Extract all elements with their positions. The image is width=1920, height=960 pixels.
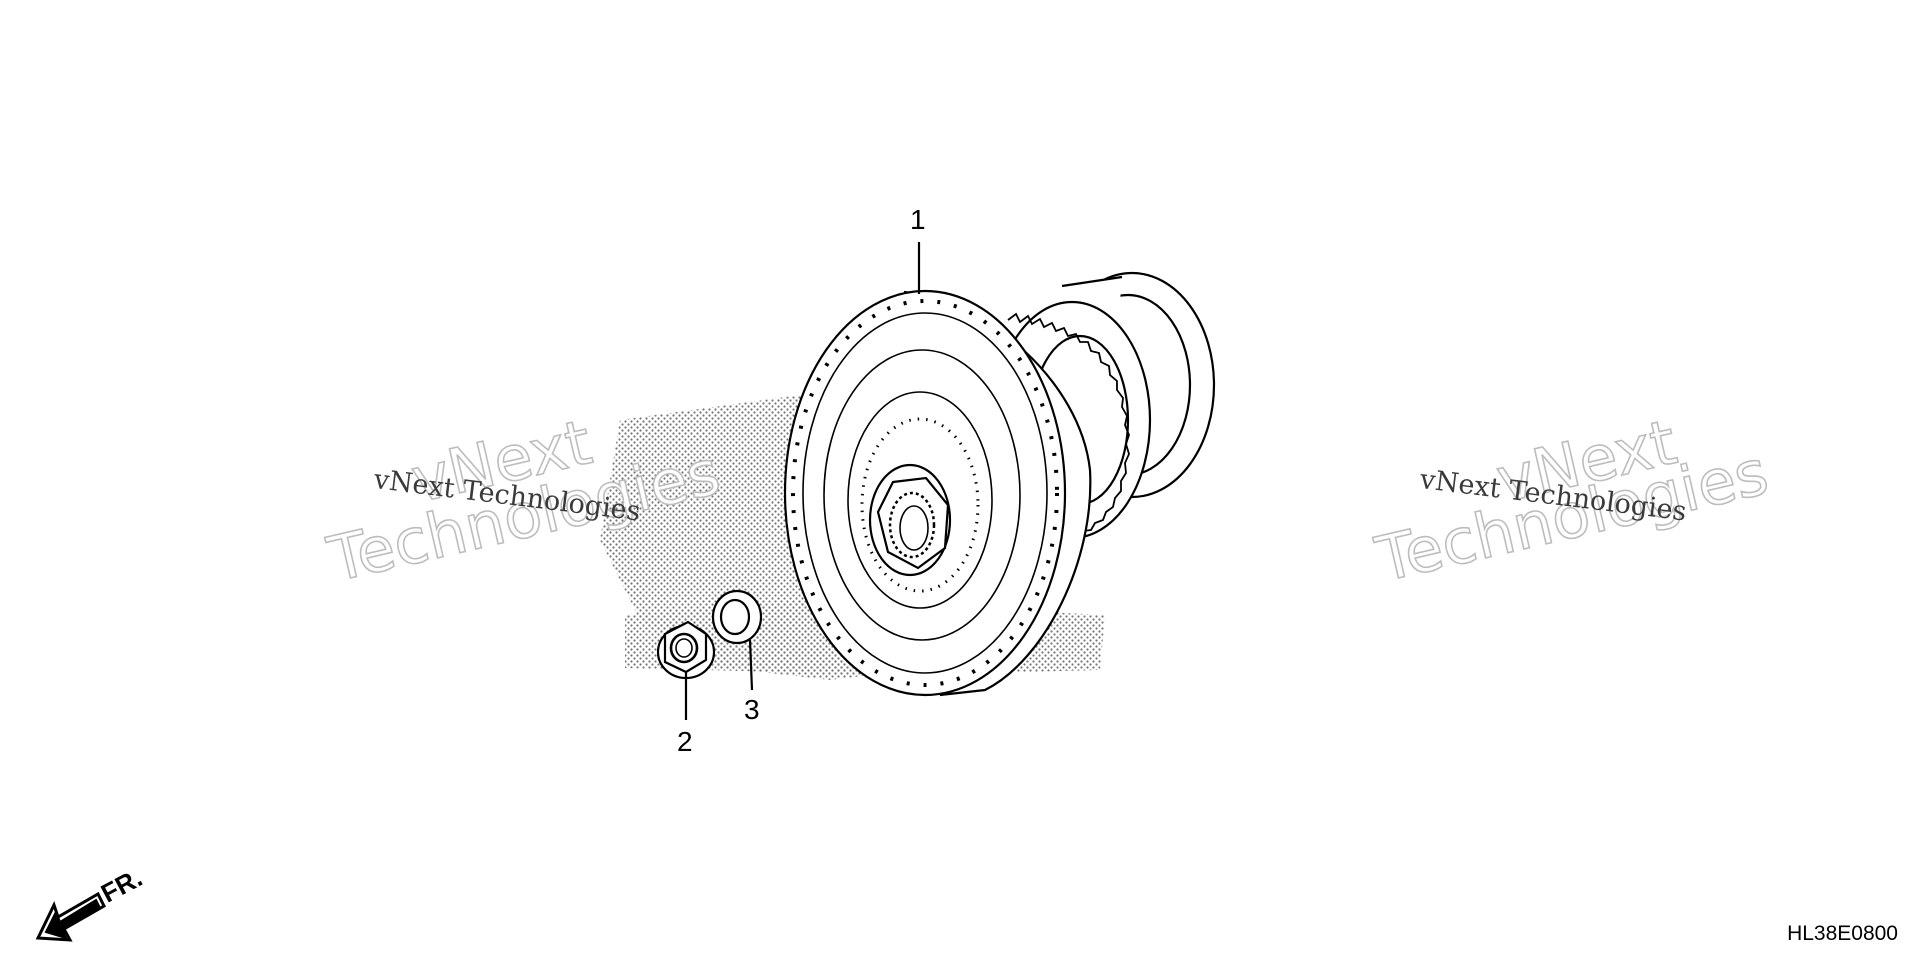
rear-flange-edge-top xyxy=(1061,275,1123,288)
case-face-ring xyxy=(823,349,1021,641)
ring-gear-teeth xyxy=(1007,312,1130,538)
differential-assembly[interactable] xyxy=(783,271,1216,697)
callout-2[interactable]: 2 xyxy=(677,726,693,757)
nut-bore xyxy=(669,632,699,664)
diagram-code: HL38E0800 xyxy=(1787,922,1898,945)
hub-bore xyxy=(899,505,929,551)
hub-spline-bore xyxy=(888,491,936,559)
washer-inner xyxy=(719,598,751,636)
dotted-ring xyxy=(860,417,980,593)
nut-thread xyxy=(675,638,693,658)
rim-slots xyxy=(791,299,1059,687)
washer[interactable] xyxy=(711,589,763,645)
case-face-rim xyxy=(802,312,1048,674)
callout-3[interactable]: 3 xyxy=(744,694,760,725)
callout-1[interactable]: 1 xyxy=(910,204,926,235)
front-arrow-icon xyxy=(35,891,106,942)
leader-lines xyxy=(684,242,921,720)
leader-3 xyxy=(748,639,754,691)
case-face-inner xyxy=(847,391,993,609)
